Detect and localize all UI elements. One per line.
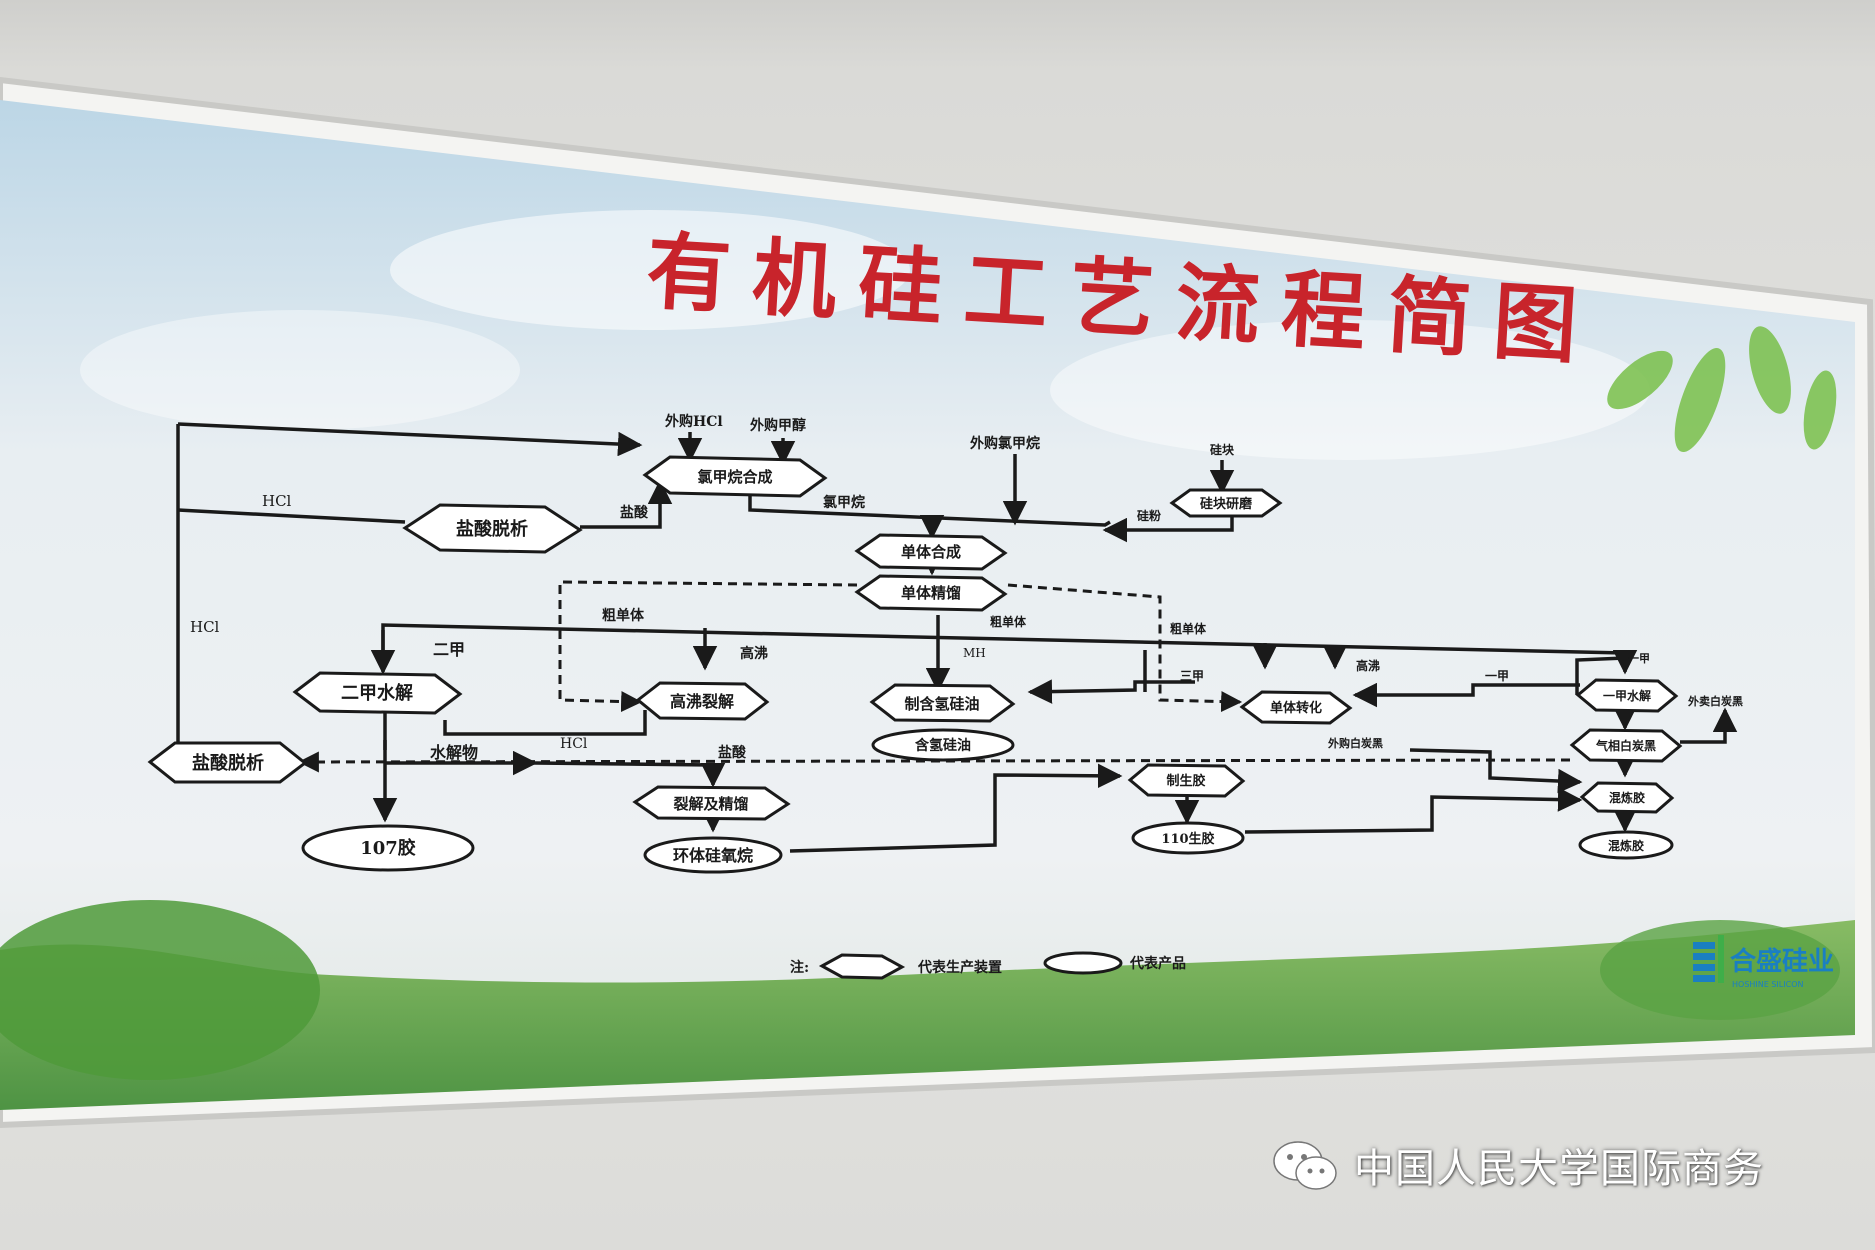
- logo-name: 合盛硅业: [1730, 946, 1834, 977]
- edge-label: 粗单体: [1170, 621, 1207, 636]
- node-label: 硅块研磨: [1200, 496, 1252, 512]
- edge-label: 高沸: [740, 645, 768, 662]
- node-monomer-conversion: [1239, 690, 1353, 725]
- edge-label: HCl: [560, 736, 588, 752]
- product-label: 含氢硅油: [915, 737, 971, 754]
- edge-label: 外卖白炭黑: [1687, 694, 1743, 708]
- product-107: [301, 824, 475, 872]
- edge-label: 硅块: [1210, 442, 1235, 457]
- edge-label: 外购HCl: [665, 413, 723, 430]
- node-label: 单体转化: [1270, 700, 1322, 716]
- node-label: 单体合成: [901, 543, 961, 561]
- node-monomethyl-hydrolysis: [1575, 678, 1679, 713]
- watermark-text: 中国人民大学国际商务: [1354, 1146, 1764, 1192]
- node-label: 二甲水解: [341, 682, 413, 704]
- legend-product-label: 代表产品: [1129, 955, 1186, 972]
- wechat-icon: [1273, 1141, 1337, 1190]
- legend-ellipse-symbol: [1043, 951, 1123, 975]
- node-label: 盐酸脱析: [192, 752, 264, 774]
- product-label: 107胶: [360, 837, 416, 859]
- edge-label: 高沸: [1356, 658, 1380, 673]
- edge-label: 盐酸: [718, 744, 747, 761]
- node-high-boil-cracking: [635, 681, 770, 721]
- edge-label: 盐酸: [620, 504, 649, 521]
- product-hydrogen-oil: [871, 728, 1015, 762]
- node-label: 气相白炭黑: [1595, 738, 1656, 753]
- cloud: [80, 310, 520, 430]
- legend-hexagon-symbol: [818, 953, 906, 980]
- node-hcl-desorb-left: [147, 741, 308, 784]
- edge-label: 粗单体: [602, 607, 645, 624]
- node-cracking-distill: [632, 785, 791, 821]
- edge-label: 一甲: [1628, 652, 1650, 665]
- node-label: 一甲水解: [1603, 688, 1651, 703]
- product-mixed: [1578, 830, 1674, 860]
- product-cyclosiloxane: [643, 836, 783, 874]
- edge-label: HCl: [262, 492, 292, 510]
- node-dimethyl-hydrolysis: [292, 671, 463, 715]
- product-label: 混炼胶: [1608, 838, 1644, 853]
- edge-label: 氯甲烷: [823, 494, 865, 511]
- logo-mark-icon: [1693, 935, 1724, 983]
- edge-label: HCl: [190, 618, 220, 636]
- watermark: 中国人民大学国际商务: [1270, 1135, 1764, 1195]
- tree: [0, 900, 320, 1080]
- cloud: [390, 210, 910, 330]
- edge-label: 一甲: [1485, 669, 1509, 683]
- node-gas-silica: [1569, 728, 1683, 763]
- product-label: 环体硅氧烷: [673, 846, 753, 865]
- node-label: 氯甲烷合成: [697, 468, 772, 486]
- product-label: 110生胶: [1161, 831, 1214, 847]
- company-logo: 合盛硅业 HOSHINE SILICON: [1693, 935, 1834, 989]
- product-110: [1131, 821, 1245, 855]
- cloud: [1050, 320, 1650, 460]
- node-label: 高沸裂解: [670, 692, 734, 711]
- edge-label: 粗单体: [990, 614, 1027, 629]
- logo-subtitle: HOSHINE SILICON: [1732, 980, 1803, 989]
- flowchart-board: 有机硅工艺流程简图: [0, 76, 1875, 1129]
- node-label: 裂解及精馏: [672, 795, 748, 813]
- edge-label: 三甲: [1180, 669, 1204, 683]
- grass-band: [0, 920, 1855, 1110]
- node-chloromethane-synthesis: [642, 455, 828, 498]
- node-monomer-synthesis: [854, 533, 1008, 571]
- ceiling: [0, 0, 1875, 70]
- node-silicon-grinding: [1169, 488, 1283, 518]
- leaves-decoration: [1607, 326, 1837, 453]
- node-hcl-desorb-top: [402, 503, 583, 554]
- edge-label: MH: [963, 646, 986, 660]
- edge-label: 硅粉: [1137, 508, 1161, 523]
- legend-device-label: 代表生产装置: [917, 959, 1002, 976]
- legend: 注: 代表生产装置 代表产品: [790, 951, 1186, 980]
- node-label: 制含氢硅油: [904, 695, 979, 713]
- node-label: 混炼胶: [1609, 790, 1645, 805]
- node-label: 单体精馏: [901, 584, 961, 602]
- node-hydrogen-oil-make: [869, 683, 1016, 723]
- edge-label: 水解物: [430, 743, 478, 762]
- node-monomer-distill: [854, 574, 1008, 612]
- node-label: 盐酸脱析: [456, 518, 528, 540]
- node-label: 制生胶: [1166, 773, 1205, 789]
- edge-label: 二甲: [433, 640, 465, 659]
- edge-label: 外购白炭黑: [1327, 736, 1383, 750]
- edge-label: 外购氯甲烷: [970, 435, 1040, 452]
- node-rubber-make: [1127, 763, 1246, 798]
- edge-label: 外购甲醇: [750, 417, 806, 434]
- node-rubber-compound: [1579, 781, 1675, 814]
- legend-prefix: 注:: [790, 959, 809, 976]
